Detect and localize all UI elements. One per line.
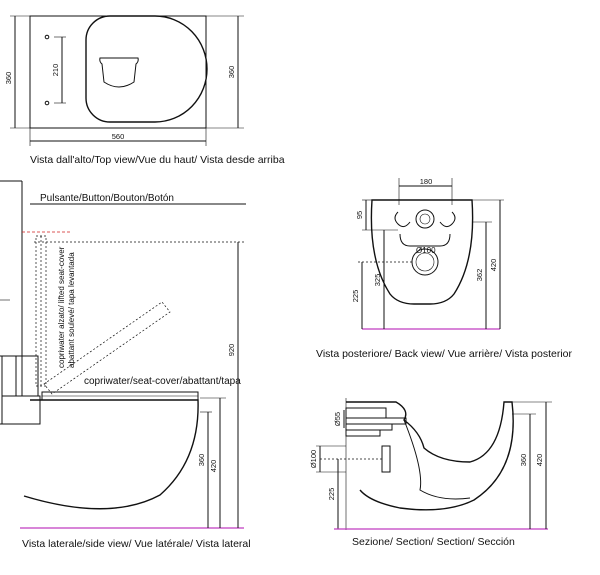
dim-55: Ø55 <box>333 412 342 426</box>
dim-225-section: 225 <box>327 488 336 501</box>
label-seat-cover: copriwater/seat-cover/abattant/tapa <box>84 376 241 387</box>
section-view: Ø55 Ø100 225 420 360 Sezione/ Section/ S… <box>309 398 552 548</box>
side-bowl <box>23 399 199 510</box>
label-lifted-line1: copriwater alzato/ lifted seat-cover <box>57 246 66 368</box>
dim-920: 920 <box>227 344 236 357</box>
dim-420-side: 420 <box>209 460 218 473</box>
top-bowl-opening <box>99 57 139 88</box>
label-lifted-line2: abattant soulevé/ tapa levantada <box>67 252 76 368</box>
angled-seat-cover <box>43 301 171 395</box>
dim-pipe-section: Ø100 <box>309 450 318 468</box>
dim-pipe-back: Ø100 <box>416 246 436 255</box>
dim-360-right: 360 <box>227 66 236 79</box>
top-view: 210 360 360 560 Vista dall'alto/Top view… <box>4 15 285 166</box>
fixing-hole-bottom <box>44 100 50 106</box>
dim-560: 560 <box>112 132 125 141</box>
section-view-caption: Sezione/ Section/ Section/ Sección <box>352 536 515 548</box>
dim-360-section: 360 <box>519 454 528 467</box>
dim-420-section: 420 <box>535 454 544 467</box>
top-bowl-outline <box>85 15 208 123</box>
dim-420-back: 420 <box>489 259 498 272</box>
dim-325: 325 <box>373 274 382 287</box>
section-bowl <box>346 401 514 511</box>
dim-210: 210 <box>51 64 60 77</box>
dim-362: 362 <box>475 269 484 282</box>
fixing-hole-top <box>44 34 50 40</box>
dim-225-back: 225 <box>351 290 360 303</box>
dim-180: 180 <box>420 177 433 186</box>
label-button: Pulsante/Button/Bouton/Botón <box>40 193 174 204</box>
side-view-caption: Vista laterale/side view/ Vue latérale/ … <box>22 538 251 550</box>
dim-360-side: 360 <box>197 454 206 467</box>
section-outlet <box>381 445 391 473</box>
dim-95: 95 <box>355 211 364 219</box>
back-view: Ø100 180 95 225 325 420 362 Vista poster… <box>316 177 573 360</box>
top-view-caption: Vista dall'alto/Top view/Vue du haut/ Vi… <box>30 154 285 166</box>
dim-360-left: 360 <box>4 72 13 85</box>
back-outline <box>370 199 474 305</box>
back-view-caption: Vista posteriore/ Back view/ Vue arrière… <box>316 348 573 360</box>
side-view: Pulsante/Button/Bouton/Botón copriwater … <box>0 180 251 550</box>
